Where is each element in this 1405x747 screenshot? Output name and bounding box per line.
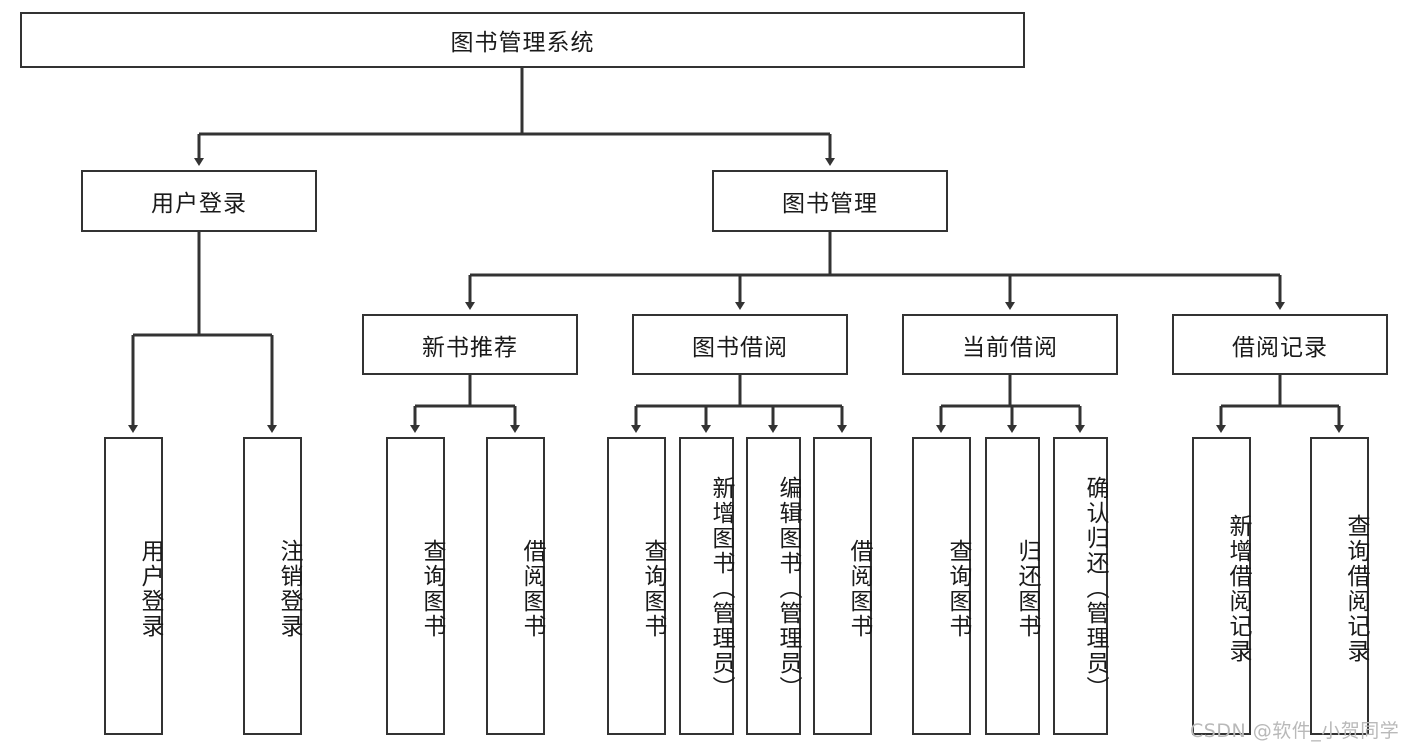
node-book-management-label: 图书管理	[782, 191, 878, 217]
node-leaf-add-book-admin[interactable]: 新增图书（管理员）	[679, 437, 734, 735]
node-new-book-recommend-label: 新书推荐	[422, 334, 518, 361]
node-new-book-recommend[interactable]: 新书推荐	[362, 314, 578, 375]
node-leaf-user-login[interactable]: 用户登录	[104, 437, 163, 735]
node-leaf-query-book-recommend[interactable]: 查询图书	[386, 437, 445, 735]
node-leaf-edit-book-admin[interactable]: 编辑图书（管理员）	[746, 437, 801, 735]
node-book-borrow-label: 图书借阅	[692, 334, 788, 361]
node-leaf-add-book-admin-label: 新增图书（管理员）	[708, 475, 734, 701]
node-leaf-add-borrow-record[interactable]: 新增借阅记录	[1192, 437, 1251, 735]
node-book-management[interactable]: 图书管理	[712, 170, 948, 232]
node-root-title[interactable]: 图书管理系统	[20, 12, 1025, 68]
node-leaf-confirm-return-admin-label: 确认归还（管理员）	[1082, 475, 1108, 701]
node-book-borrow[interactable]: 图书借阅	[632, 314, 848, 375]
node-leaf-query-book-current[interactable]: 查询图书	[912, 437, 971, 735]
csdn-watermark: CSDN @软件_小贺同学	[1190, 720, 1400, 742]
node-borrow-record-label: 借阅记录	[1232, 334, 1328, 361]
node-leaf-query-book-recommend-label: 查询图书	[419, 539, 445, 639]
node-user-login-label: 用户登录	[151, 191, 247, 217]
node-leaf-logout-login-label: 注销登录	[276, 539, 302, 639]
node-leaf-return-book[interactable]: 归还图书	[985, 437, 1040, 735]
node-leaf-logout-login[interactable]: 注销登录	[243, 437, 302, 735]
node-leaf-add-borrow-record-label: 新增借阅记录	[1225, 514, 1251, 664]
node-leaf-edit-book-admin-label: 编辑图书（管理员）	[775, 475, 801, 701]
node-leaf-borrow-book-recommend-label: 借阅图书	[519, 539, 545, 639]
node-leaf-user-login-label: 用户登录	[137, 539, 163, 639]
node-leaf-borrow-book-label: 借阅图书	[846, 539, 872, 639]
node-borrow-record[interactable]: 借阅记录	[1172, 314, 1388, 375]
node-current-borrow[interactable]: 当前借阅	[902, 314, 1118, 375]
node-current-borrow-label: 当前借阅	[962, 334, 1058, 361]
node-leaf-query-book-borrow[interactable]: 查询图书	[607, 437, 666, 735]
node-leaf-confirm-return-admin[interactable]: 确认归还（管理员）	[1053, 437, 1108, 735]
node-leaf-borrow-book-recommend[interactable]: 借阅图书	[486, 437, 545, 735]
node-leaf-query-borrow-record-label: 查询借阅记录	[1343, 514, 1369, 664]
node-leaf-return-book-label: 归还图书	[1014, 539, 1040, 639]
node-leaf-borrow-book[interactable]: 借阅图书	[813, 437, 872, 735]
node-user-login[interactable]: 用户登录	[81, 170, 317, 232]
node-root-title-label: 图书管理系统	[450, 30, 595, 56]
node-leaf-query-book-borrow-label: 查询图书	[640, 539, 666, 639]
node-leaf-query-borrow-record[interactable]: 查询借阅记录	[1310, 437, 1369, 735]
node-leaf-query-book-current-label: 查询图书	[945, 539, 971, 639]
